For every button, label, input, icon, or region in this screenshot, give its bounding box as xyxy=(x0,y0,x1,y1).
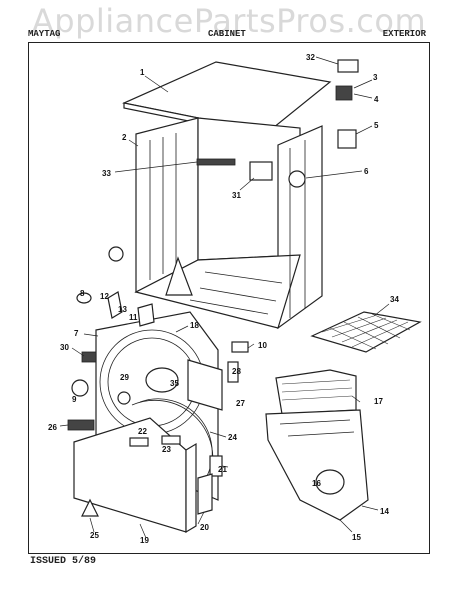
part-labels: 1 2 3 4 5 6 7 8 9 10 11 12 13 14 15 16 1… xyxy=(48,53,399,545)
part-3-4-switch xyxy=(335,85,353,101)
diagram-frame xyxy=(28,42,430,554)
label-part-5: 5 xyxy=(374,121,379,130)
label-part-18: 18 xyxy=(190,321,199,330)
filter-mesh xyxy=(281,379,353,401)
label-part-33: 33 xyxy=(102,169,111,178)
label-part-27: 27 xyxy=(236,399,245,408)
part-33-bracket xyxy=(196,158,236,166)
part-16-motor-mount xyxy=(315,469,345,495)
part-20-strip xyxy=(197,473,213,515)
watermark: AppliancePartsPros.com xyxy=(31,2,427,40)
label-part-10: 10 xyxy=(258,341,267,350)
label-part-1: 1 xyxy=(140,68,145,77)
part-6-9-knob xyxy=(71,379,89,397)
part-29-roller xyxy=(117,391,131,405)
part-8-cap xyxy=(76,292,92,304)
label-part-12: 12 xyxy=(100,292,109,301)
label-part-34: 34 xyxy=(390,295,399,304)
label-part-11: 11 xyxy=(129,313,138,322)
label-part-9: 9 xyxy=(72,395,77,404)
part-22-hinge-pin xyxy=(129,437,149,447)
header-brand: MAYTAG xyxy=(28,29,61,39)
label-part-21: 21 xyxy=(218,465,227,474)
part-12-13-cap xyxy=(108,246,124,262)
label-part-13: 13 xyxy=(118,305,127,314)
label-part-26: 26 xyxy=(48,423,57,432)
label-part-3: 3 xyxy=(373,73,378,82)
part-17-lint-filter xyxy=(275,369,357,415)
cabinet-floor-slats xyxy=(189,271,283,315)
label-part-16: 16 xyxy=(312,479,321,488)
label-part-30: 30 xyxy=(60,343,69,352)
label-part-24: 24 xyxy=(228,433,237,442)
label-part-19: 19 xyxy=(140,536,149,545)
label-part-7: 7 xyxy=(74,329,79,338)
part-14-duct xyxy=(265,409,369,521)
rear-duct-assembly xyxy=(265,369,369,521)
duct-vanes xyxy=(279,419,355,437)
label-part-32: 32 xyxy=(306,53,315,62)
part-26-handle xyxy=(67,419,95,431)
label-part-28: 28 xyxy=(232,367,241,376)
part-12-bolt xyxy=(107,291,123,319)
part-10-strike xyxy=(231,341,249,353)
cabinet-assembly xyxy=(122,61,332,330)
label-part-15: 15 xyxy=(352,533,361,542)
part-11-tab xyxy=(137,303,155,327)
label-part-29: 29 xyxy=(120,373,129,382)
part-30-bracket xyxy=(81,351,97,363)
label-part-22: 22 xyxy=(138,427,147,436)
label-part-4: 4 xyxy=(374,95,379,104)
part-34-lint-grille xyxy=(310,311,422,353)
part-31-plate xyxy=(249,161,273,181)
door-edge xyxy=(185,442,197,534)
label-part-35: 35 xyxy=(170,379,179,388)
label-part-31: 31 xyxy=(232,191,241,200)
label-part-8: 8 xyxy=(80,289,85,298)
label-part-25: 25 xyxy=(90,531,99,540)
grille-mesh xyxy=(321,313,411,350)
label-part-14: 14 xyxy=(380,507,389,516)
cabinet-leveling-leg xyxy=(165,256,193,296)
leader-lines xyxy=(59,56,390,539)
issued-date: ISSUED 5/89 xyxy=(30,556,97,567)
label-part-2: 2 xyxy=(122,133,127,142)
part-32-clip xyxy=(337,59,359,73)
part-5-block xyxy=(337,129,357,149)
part-6-bearing xyxy=(288,170,306,188)
label-part-6: 6 xyxy=(364,167,369,176)
label-part-17: 17 xyxy=(374,397,383,406)
header-subsection: EXTERIOR xyxy=(382,29,426,39)
part-25-foot xyxy=(81,498,99,517)
part-23-hinge-pin xyxy=(161,435,181,445)
door-assembly xyxy=(67,246,223,534)
part-28-switch xyxy=(227,361,239,383)
label-part-20: 20 xyxy=(200,523,209,532)
label-part-23: 23 xyxy=(162,445,171,454)
grille-outline xyxy=(310,311,422,353)
part-27-hinge xyxy=(187,359,223,411)
header-section: CABINET xyxy=(208,29,246,39)
part-35-latch xyxy=(145,367,179,393)
cabinet-side-ribs xyxy=(149,133,306,318)
